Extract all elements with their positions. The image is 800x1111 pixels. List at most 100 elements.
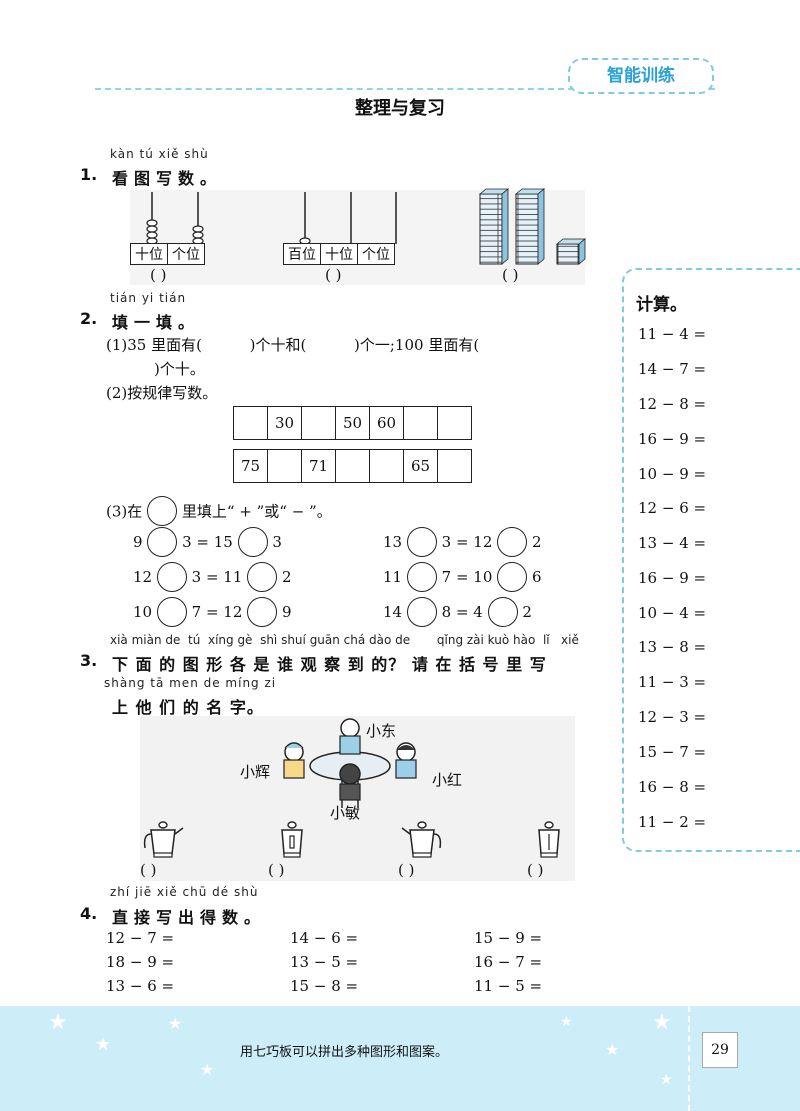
side-calc-item: 16 − 9 = <box>638 430 707 448</box>
q1-text: 看图写数。 <box>112 169 223 188</box>
page-number: 29 <box>702 1032 738 1068</box>
operator-circle[interactable] <box>156 597 187 627</box>
seq-cell: 50 <box>335 406 370 440</box>
side-calc-item: 11 − 4 = <box>638 325 707 343</box>
eq-operand: 3 = 15 <box>182 533 233 551</box>
q4-text: 直接写出得数。 <box>112 908 267 927</box>
operator-circle[interactable] <box>237 527 268 557</box>
eq-operand: 6 <box>531 568 542 586</box>
side-calc-item: 10 − 9 = <box>638 465 707 483</box>
footer-divider <box>688 1006 690 1111</box>
seq-cell[interactable] <box>437 449 472 483</box>
side-calc-item: 11 − 2 = <box>638 813 707 831</box>
side-calc-panel <box>622 268 800 852</box>
header-divider <box>95 88 715 90</box>
answer-paren[interactable]: ( ) <box>150 266 167 284</box>
q3-pinyin-2: shàng tā men de míng zi <box>104 676 277 690</box>
section-badge: 智能训练 <box>568 58 714 94</box>
q2-pinyin: tián yi tián <box>110 291 187 305</box>
page-title: 整理与复习 <box>355 98 445 119</box>
place-label: 个位 <box>167 243 205 265</box>
operator-circle[interactable] <box>406 597 437 627</box>
teapot-side-view-icon <box>143 821 184 858</box>
answer-paren[interactable]: ( ) <box>527 861 544 879</box>
equation-row: 14 8 = 4 2 <box>383 597 532 627</box>
operator-circle[interactable] <box>406 527 437 557</box>
q2-part3-pre: (3)在 <box>106 502 143 521</box>
eq-operand: 2 <box>522 603 532 621</box>
q4-item: 16 − 7 = <box>474 953 543 971</box>
seq-cell[interactable] <box>301 406 336 440</box>
q4-item: 14 − 6 = <box>290 929 359 947</box>
side-calc-item: 12 − 6 = <box>638 499 707 517</box>
answer-paren[interactable]: ( ) <box>502 266 519 284</box>
seq-cell[interactable] <box>267 449 302 483</box>
q2-part3-post: 里填上“ + ”或“ − ”。 <box>181 502 332 521</box>
operator-circle[interactable] <box>497 562 528 592</box>
eq-operand: 7 = 12 <box>191 603 243 621</box>
q2-part1-line1: (1)35 里面有( )个十和( )个一;100 里面有( <box>106 336 480 354</box>
operator-circle[interactable] <box>487 597 518 627</box>
eq-operand: 11 <box>383 568 403 586</box>
eq-operand: 12 <box>133 568 153 586</box>
equation-row: 9 3 = 15 3 <box>133 527 282 557</box>
footer-band <box>0 1006 800 1111</box>
operator-circle[interactable] <box>156 562 187 592</box>
eq-operand: 2 <box>281 568 292 586</box>
star-icon: ★ <box>560 1014 573 1030</box>
side-calc-item: 12 − 3 = <box>638 708 707 726</box>
operator-circle[interactable] <box>247 597 278 627</box>
seq-cell[interactable] <box>335 449 370 483</box>
operator-circle[interactable] <box>247 562 278 592</box>
example-circle <box>147 496 178 526</box>
eq-operand: 3 = 12 <box>441 533 493 551</box>
operator-circle[interactable] <box>406 562 437 592</box>
eq-operand: 8 = 4 <box>441 603 483 621</box>
answer-paren[interactable]: ( ) <box>140 861 157 879</box>
q4-item: 15 − 9 = <box>474 929 543 947</box>
seq-cell[interactable] <box>437 406 472 440</box>
name-label: 小敏 <box>330 804 361 822</box>
star-icon: ★ <box>48 1010 68 1035</box>
abacus-three-digit <box>299 192 397 245</box>
side-calc-item: 10 − 4 = <box>638 604 707 622</box>
q4-item: 11 − 5 = <box>474 977 543 995</box>
side-calc-item: 12 − 8 = <box>638 395 707 413</box>
answer-paren[interactable]: ( ) <box>268 861 285 879</box>
seq-cell[interactable] <box>233 406 268 440</box>
q2-part1-line2: )个十。 <box>154 360 205 378</box>
seq-cell: 71 <box>301 449 336 483</box>
operator-circle[interactable] <box>147 527 178 557</box>
side-calc-item: 16 − 8 = <box>638 778 707 796</box>
q2-number: 2. <box>80 309 98 328</box>
equation-row: 11 7 = 10 6 <box>383 562 542 592</box>
seq-cell[interactable] <box>403 406 438 440</box>
seq-cell[interactable] <box>369 449 404 483</box>
base-ten-blocks <box>478 188 587 265</box>
star-icon: ★ <box>200 1060 215 1079</box>
star-icon: ★ <box>95 1034 112 1055</box>
answer-paren[interactable]: ( ) <box>325 266 342 284</box>
star-icon: ★ <box>605 1040 620 1059</box>
q2-part2-label: (2)按规律写数。 <box>106 384 218 402</box>
q2-part3-label: (3)在 里填上“ + ”或“ − ”。 <box>106 496 332 526</box>
teapot-side-view-reversed-icon <box>401 821 442 858</box>
seq-cell: 65 <box>403 449 438 483</box>
q4-item: 13 − 5 = <box>290 953 359 971</box>
eq-operand: 10 <box>133 603 153 621</box>
name-label: 小辉 <box>240 763 271 781</box>
q4-item: 15 − 8 = <box>290 977 359 995</box>
answer-paren[interactable]: ( ) <box>398 861 415 879</box>
q1-number: 1. <box>80 165 98 184</box>
place-label: 百位 <box>283 243 321 265</box>
eq-operand: 2 <box>531 533 542 551</box>
abacus2-place-labels: 百位十位个位 <box>283 243 395 265</box>
equation-row: 12 3 = 11 2 <box>133 562 292 592</box>
star-icon: ★ <box>652 1010 672 1035</box>
q4-item: 12 − 7 = <box>106 929 175 947</box>
eq-operand: 9 <box>281 603 292 621</box>
operator-circle[interactable] <box>497 527 528 557</box>
eq-operand: 7 = 10 <box>441 568 493 586</box>
side-calc-item: 16 − 9 = <box>638 569 707 587</box>
place-label: 十位 <box>320 243 358 265</box>
